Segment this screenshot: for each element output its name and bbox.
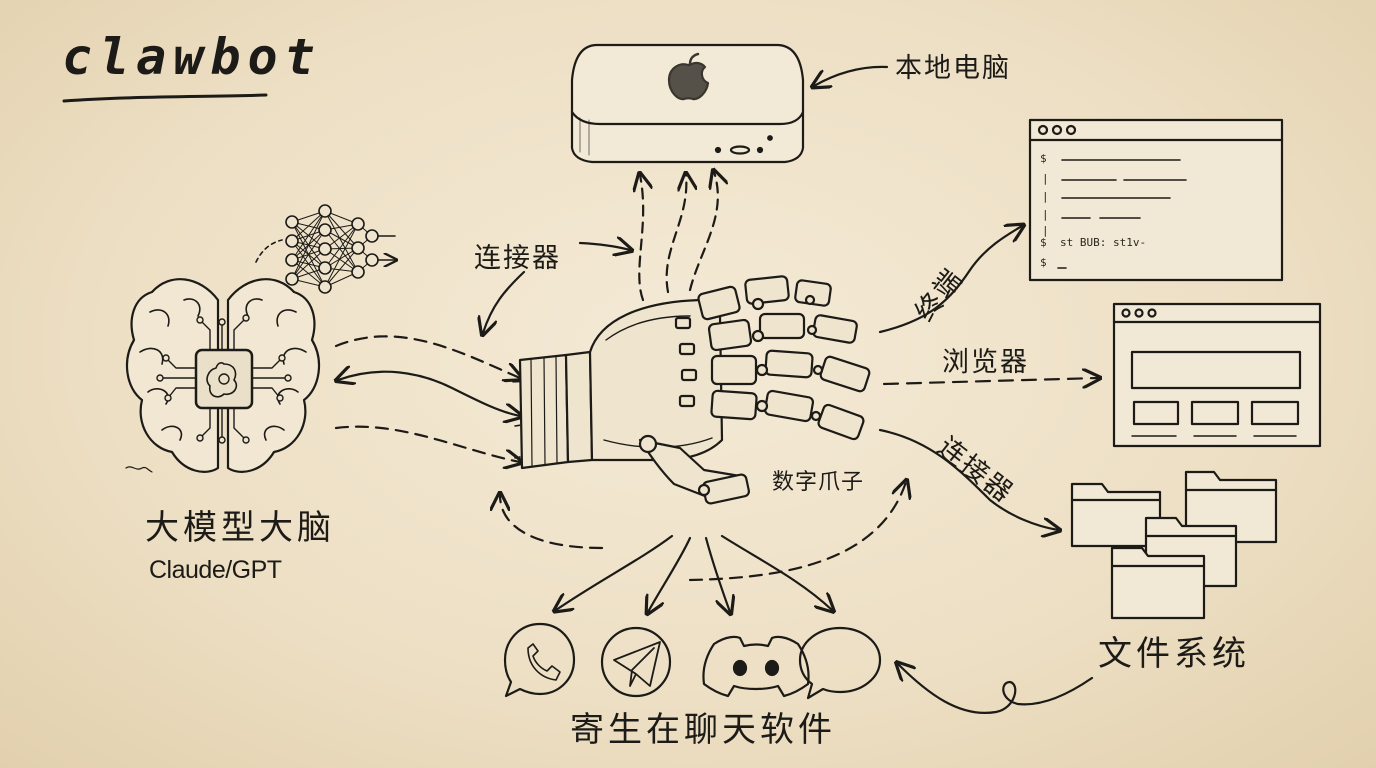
neural-network-icon (255, 204, 395, 294)
terminal-prompt-7: $ (1040, 256, 1047, 269)
terminal-window-icon (1028, 118, 1284, 282)
telegram-icon (600, 626, 672, 698)
mac-hand-links (639, 172, 718, 302)
arrow-connector-right (578, 243, 630, 250)
arrow-connector-down (483, 270, 526, 333)
discord-icon (702, 635, 810, 698)
loop-arrow-left (500, 495, 604, 550)
terminal-prompt-4: | (1042, 208, 1049, 221)
arrow-files-to-chat (898, 664, 1094, 715)
arrow-to-local-computer (814, 65, 889, 86)
hand-to-chat-arrows (556, 534, 832, 612)
terminal-prompt-3: | (1042, 190, 1049, 203)
terminal-prompt-5: | (1042, 224, 1049, 237)
brain-title-label: 大模型大脑 (145, 508, 335, 548)
terminal-prompt-2: | (1042, 172, 1049, 185)
arrow-to-files (878, 428, 1058, 530)
terminal-command: st BUB: st1v- (1060, 236, 1147, 249)
connector-top-label: 连接器 (474, 243, 561, 274)
terminal-prompt-1: $ (1040, 152, 1047, 165)
arrow-to-terminal (878, 226, 1022, 334)
terminal-prompt-6: $ (1040, 236, 1047, 249)
digital-claw-label: 数字爪子 (772, 470, 865, 495)
folder-stack-icon (1070, 470, 1278, 620)
speech-bubble-icon (798, 626, 882, 700)
loop-arrow-right (688, 482, 906, 582)
brain-subtitle-label: Claude/GPT (149, 556, 282, 584)
brand-underline (62, 93, 268, 103)
brain-chip-icon (126, 278, 320, 473)
file-system-label: 文件系统 (1098, 634, 1250, 674)
brain-hand-arrows (336, 335, 553, 462)
whatsapp-icon (503, 622, 576, 698)
arrow-to-browser (882, 378, 1098, 384)
browser-label: 浏览器 (942, 347, 1029, 378)
brand-logo: clawbot (62, 28, 322, 86)
browser-window-icon (1112, 302, 1322, 448)
local-computer-label: 本地电脑 (895, 53, 1011, 84)
chat-apps-label: 寄生在聊天软件 (570, 710, 836, 750)
robot-hand-icon (518, 275, 871, 505)
mac-mini-icon (570, 43, 805, 164)
